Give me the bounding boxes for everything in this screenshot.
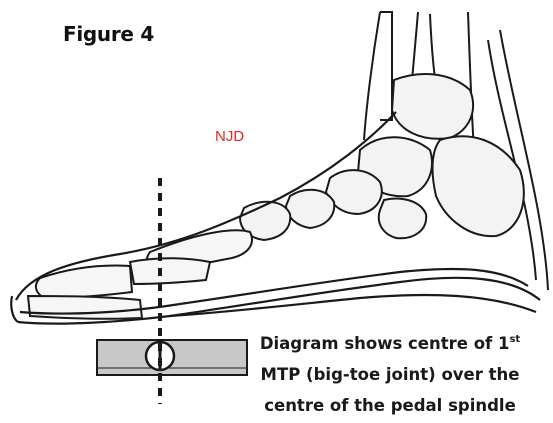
caption-line-1: Diagram shows centre of 1st	[232, 324, 548, 359]
tarsal-bones	[240, 74, 524, 240]
caption-line-3: centre of the pedal spindle	[232, 390, 548, 421]
caption-line-1-text: Diagram shows centre of 1	[260, 334, 510, 353]
caption: Diagram shows centre of 1st MTP (big-toe…	[232, 324, 548, 421]
toe-bones	[28, 230, 252, 319]
caption-line-2: MTP (big-toe joint) over the	[232, 359, 548, 390]
caption-superscript: st	[509, 334, 520, 345]
signature-text: NJD	[215, 128, 244, 145]
